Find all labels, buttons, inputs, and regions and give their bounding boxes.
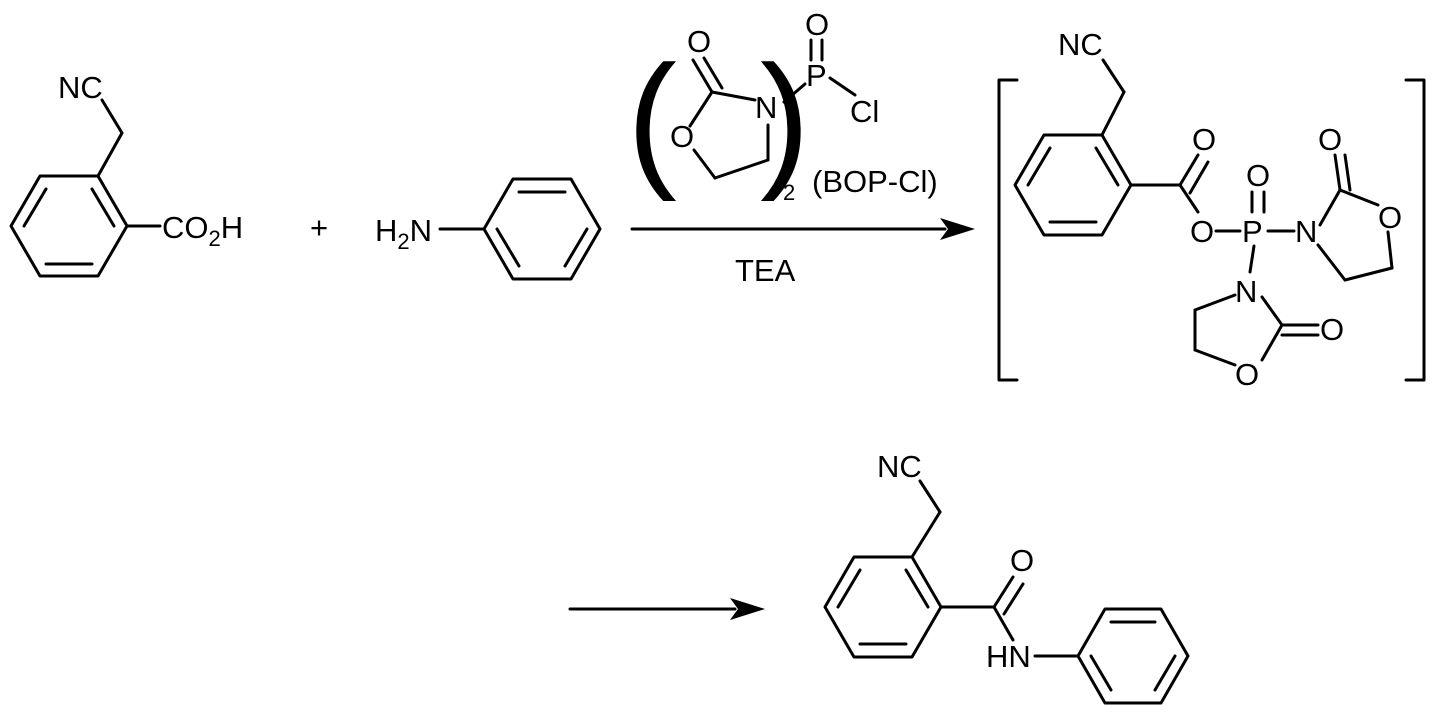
intermediate-n2-carbonyl-o: O <box>1320 312 1344 347</box>
reagent-right-paren: ) <box>760 34 810 202</box>
product: NC O HN <box>823 449 1190 705</box>
product-phenyl-ring <box>1076 607 1190 705</box>
reactant-acid: NC CO2H <box>9 70 243 278</box>
reagent-name: (BOP-Cl) <box>812 164 938 199</box>
reagent-cl: Cl <box>850 94 879 129</box>
aniline-benzene-ring <box>482 177 602 281</box>
acid-benzene-ring <box>9 174 129 278</box>
reagent-carbonyl-o: O <box>687 24 711 59</box>
acid-cooh-label: CO2H <box>162 210 243 251</box>
reagent-left-paren: ( <box>627 34 677 202</box>
reagent-ring-o: O <box>670 119 694 154</box>
intermediate-n1-ring-o: O <box>1378 200 1402 235</box>
product-benzene-ring <box>823 555 943 659</box>
product-carbonyl-o: O <box>1010 543 1034 578</box>
plus-sign: + <box>310 210 328 245</box>
aniline-nh2-label: H2N <box>375 213 432 254</box>
product-nitrile-label: NC <box>877 449 922 484</box>
intermediate: NC O O P O N O O N O O <box>997 27 1426 392</box>
intermediate-n1-carbonyl-o: O <box>1318 122 1342 157</box>
intermediate-right-bracket <box>1404 78 1426 382</box>
reagent-bopcl: ( ) O O N P O Cl 2 (BOP-Cl) <box>627 7 938 205</box>
intermediate-ester-o: O <box>1190 214 1214 249</box>
product-nh-label: HN <box>986 639 1031 674</box>
intermediate-carbonyl-o: O <box>1192 122 1216 157</box>
acid-nitrile-label: NC <box>58 70 103 105</box>
reactant-aniline: H2N <box>375 177 602 281</box>
intermediate-n1: N <box>1295 214 1317 249</box>
reagent-p: P <box>806 58 827 93</box>
reagent-multiplier: 2 <box>783 180 795 205</box>
acid-cn-bond <box>100 98 124 135</box>
reagent-n: N <box>755 90 777 125</box>
base-label: TEA <box>735 253 796 288</box>
intermediate-left-bracket <box>997 78 1019 382</box>
reagent-p-oxo: O <box>805 7 829 42</box>
intermediate-n2: N <box>1235 274 1257 309</box>
acid-ch2-bond <box>96 131 124 178</box>
reaction-arrow-1 <box>630 218 975 240</box>
intermediate-p-oxo: O <box>1246 158 1270 193</box>
intermediate-nitrile-label: NC <box>1058 27 1103 62</box>
reaction-arrow-2 <box>568 598 765 620</box>
intermediate-n2-ring-o: O <box>1235 357 1259 392</box>
intermediate-benzene-ring <box>1013 133 1133 237</box>
intermediate-p: P <box>1242 214 1263 249</box>
